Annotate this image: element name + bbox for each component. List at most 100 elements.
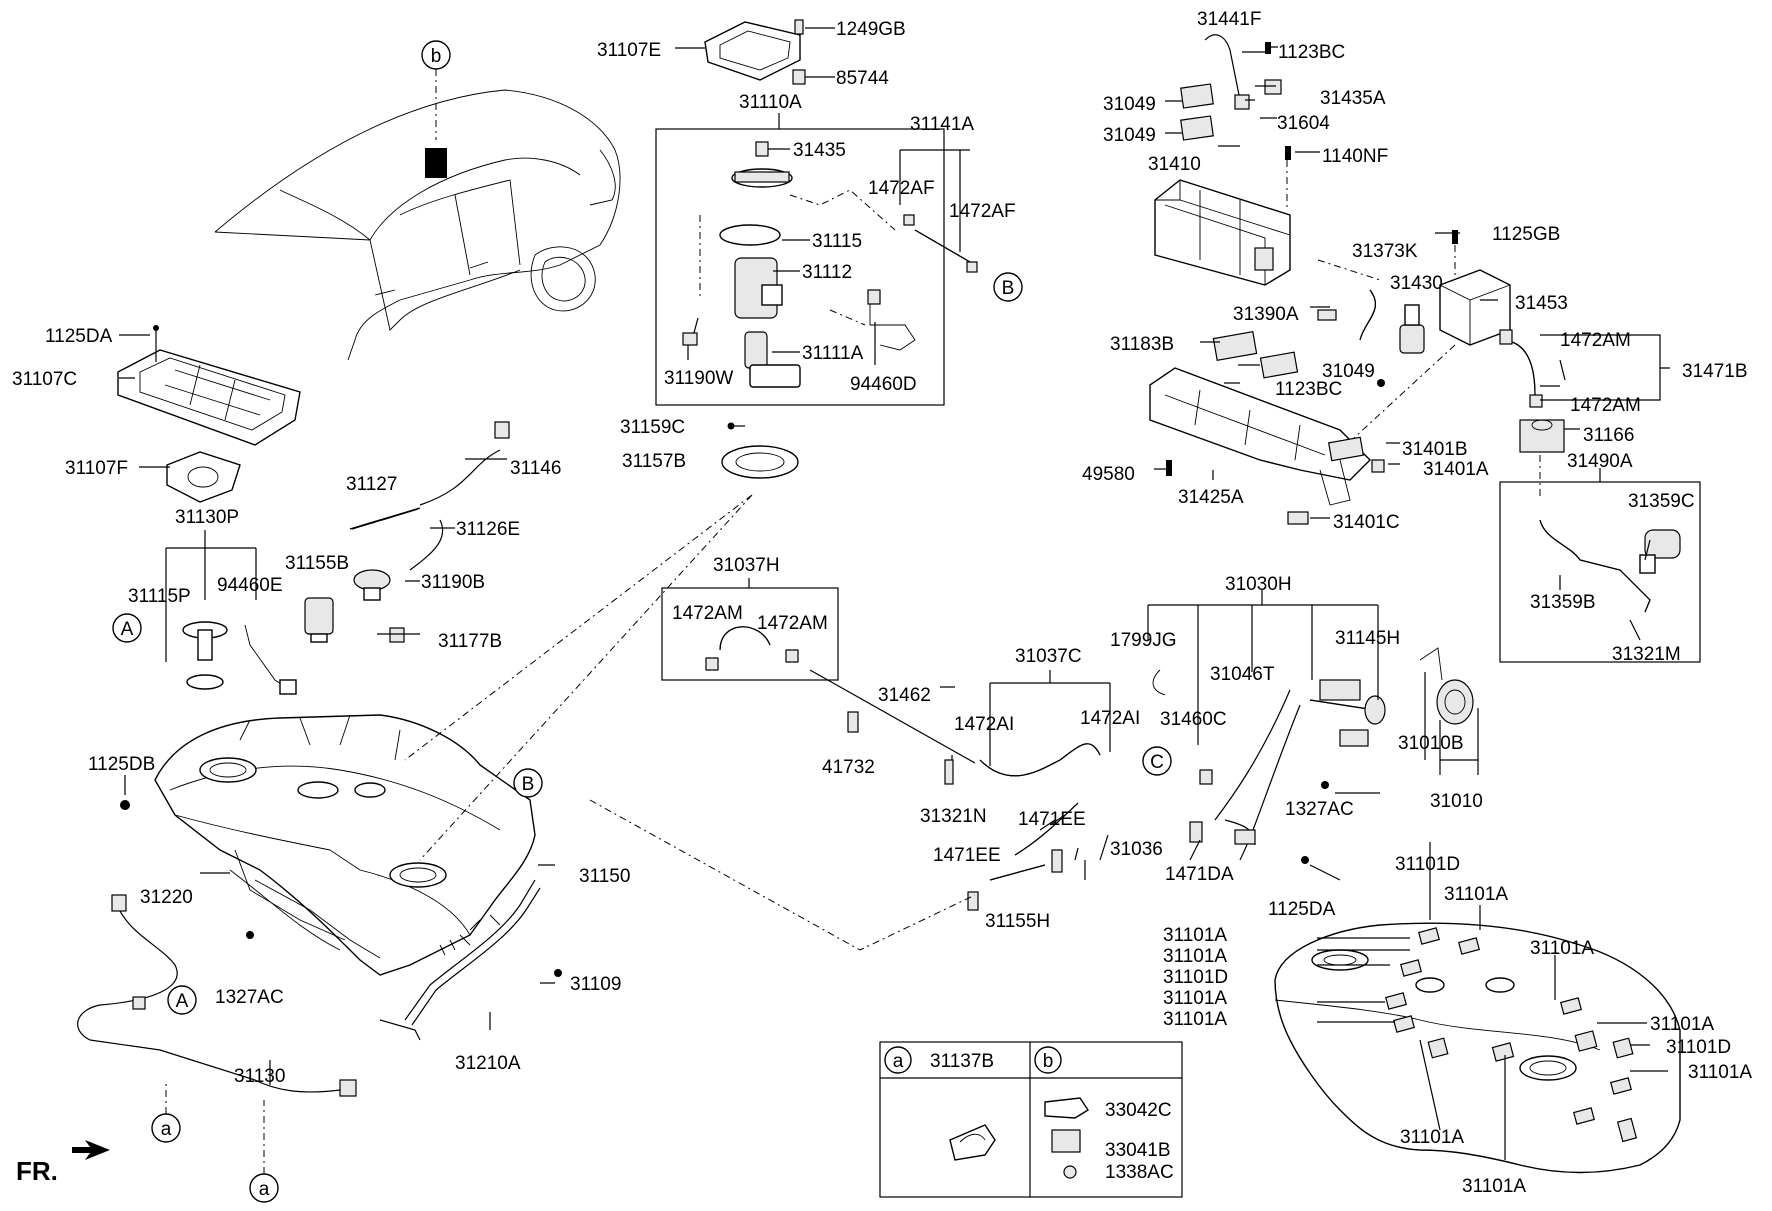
bolt-1327AC-b — [1321, 781, 1329, 789]
fuel-sender-31115P — [182, 621, 297, 695]
purge-valve-31430 — [1399, 304, 1425, 354]
legend-table — [879, 1041, 1183, 1198]
callout-a-2: a — [249, 1100, 279, 1203]
pump-assembly-box — [655, 128, 945, 406]
label-31604: 31604 — [1277, 113, 1330, 134]
filter-31453 — [1439, 269, 1511, 346]
label-31101A-7: 31101A — [1650, 1014, 1714, 1035]
label-31030H: 31030H — [1225, 574, 1292, 595]
label-31101A-8: 31101A — [1688, 1062, 1752, 1083]
label-31453: 31453 — [1515, 293, 1568, 314]
oring-31115 — [719, 224, 781, 246]
label-1125GB: 1125GB — [1492, 224, 1560, 245]
label-31110A: 31110A — [739, 92, 802, 113]
label-1471EE-2: 1471EE — [933, 845, 1001, 866]
label-31127: 31127 — [346, 474, 397, 495]
label-31490A: 31490A — [1567, 451, 1633, 472]
label-31177B: 31177B — [438, 631, 502, 652]
label-31049-2: 31049 — [1103, 125, 1156, 146]
label-31210A: 31210A — [455, 1053, 521, 1074]
label-31425A: 31425A — [1178, 487, 1244, 508]
label-1123BC-1: 1123BC — [1278, 42, 1345, 63]
legend-a-label: a — [893, 1051, 904, 1072]
label-31010: 31010 — [1430, 791, 1483, 812]
pad-31049-c — [1259, 351, 1299, 379]
label-1472AI-1: 1472AI — [954, 714, 1014, 735]
nut-85744 — [792, 69, 806, 85]
front-direction-indicator: FR. — [16, 1140, 110, 1186]
callout-A-label: A — [121, 619, 134, 640]
label-31036: 31036 — [1110, 839, 1163, 860]
cover-plate-31107C — [117, 349, 301, 446]
leader-lines — [119, 27, 1668, 1160]
filter-31111A — [744, 331, 801, 388]
pump-31155B — [304, 597, 334, 643]
service-cover-31107E — [704, 21, 801, 81]
label-31441F: 31441F — [1197, 9, 1261, 30]
label-1472AM-1: 1472AM — [672, 603, 743, 624]
label-31435: 31435 — [793, 140, 846, 161]
label-31146: 31146 — [510, 458, 561, 479]
label-1338AC: 1338AC — [1105, 1162, 1174, 1183]
label-1472AF-2: 1472AF — [949, 201, 1016, 222]
bolt-1327AC — [246, 931, 254, 939]
label-31430: 31430 — [1390, 273, 1443, 294]
label-31321M: 31321M — [1612, 644, 1681, 665]
label-1327AC-2: 1327AC — [1285, 799, 1354, 820]
label-31109: 31109 — [570, 974, 621, 995]
label-33041B: 33041B — [1105, 1140, 1171, 1161]
label-85744: 85744 — [836, 68, 889, 89]
label-31101A-2: 31101A — [1163, 925, 1227, 946]
hose-31155H — [989, 864, 1046, 881]
label-31410: 31410 — [1148, 154, 1201, 175]
label-31150: 31150 — [579, 866, 630, 887]
label-31130P: 31130P — [175, 507, 239, 528]
canister-31410 — [1154, 179, 1291, 286]
fuel-tank-heatshield-31101 — [1274, 922, 1681, 1174]
valve-31359C — [1639, 529, 1681, 574]
label-31190B: 31190B — [421, 572, 485, 593]
wiring-harness-31130 — [77, 904, 341, 1093]
label-31101A-9: 31101A — [1400, 1127, 1464, 1148]
cap-31190B — [353, 569, 391, 601]
label-31159C: 31159C — [620, 417, 685, 438]
label-31111A: 31111A — [802, 343, 864, 364]
pad-31049-a — [1180, 83, 1214, 109]
bolt-49580 — [1166, 460, 1172, 476]
connector-31146 — [494, 421, 510, 439]
callout-B-label-2: B — [522, 774, 535, 795]
heat-pads-31101 — [1385, 927, 1638, 1143]
pad-31183B — [1212, 330, 1258, 362]
label-31321N: 31321N — [920, 806, 987, 827]
label-1327AC-1: 1327AC — [215, 987, 284, 1008]
label-33042C: 33042C — [1105, 1100, 1172, 1121]
clamp-1471DA — [1189, 821, 1203, 843]
filler-hose-31036 — [1014, 802, 1079, 856]
clip-31401C — [1287, 511, 1309, 525]
bracket-31145H — [1319, 679, 1361, 701]
callout-A-left: A — [112, 613, 142, 643]
label-1472AM-4: 1472AM — [1570, 395, 1641, 416]
callout-a-legend: a — [884, 1046, 912, 1074]
label-1125DA-2: 1125DA — [1268, 899, 1336, 920]
bracket-31460C — [1199, 769, 1213, 785]
callout-a-1: a — [151, 1080, 181, 1143]
bolt-1125DA-b — [1301, 856, 1309, 864]
label-31049-1: 31049 — [1103, 94, 1156, 115]
clip-31190W — [682, 332, 698, 346]
pump-module-31112 — [734, 257, 783, 319]
pump-flange-31435 — [731, 141, 793, 188]
label-31401C: 31401C — [1333, 512, 1400, 533]
label-31141A: 31141A — [910, 114, 974, 135]
label-1799JG: 1799JG — [1110, 630, 1177, 651]
label-49580: 49580 — [1082, 464, 1135, 485]
label-1472AI-2: 1472AI — [1080, 708, 1140, 729]
label-31037H: 31037H — [713, 555, 780, 576]
label-31046T: 31046T — [1210, 664, 1275, 685]
pad-31049-b — [1180, 115, 1214, 141]
clip-31401A — [1371, 459, 1385, 473]
bolt-1125DB — [120, 800, 130, 810]
label-31101A-3: 31101A — [1163, 946, 1227, 967]
label-31115P: 31115P — [128, 586, 191, 607]
label-1472AM-3: 1472AM — [1560, 330, 1631, 351]
